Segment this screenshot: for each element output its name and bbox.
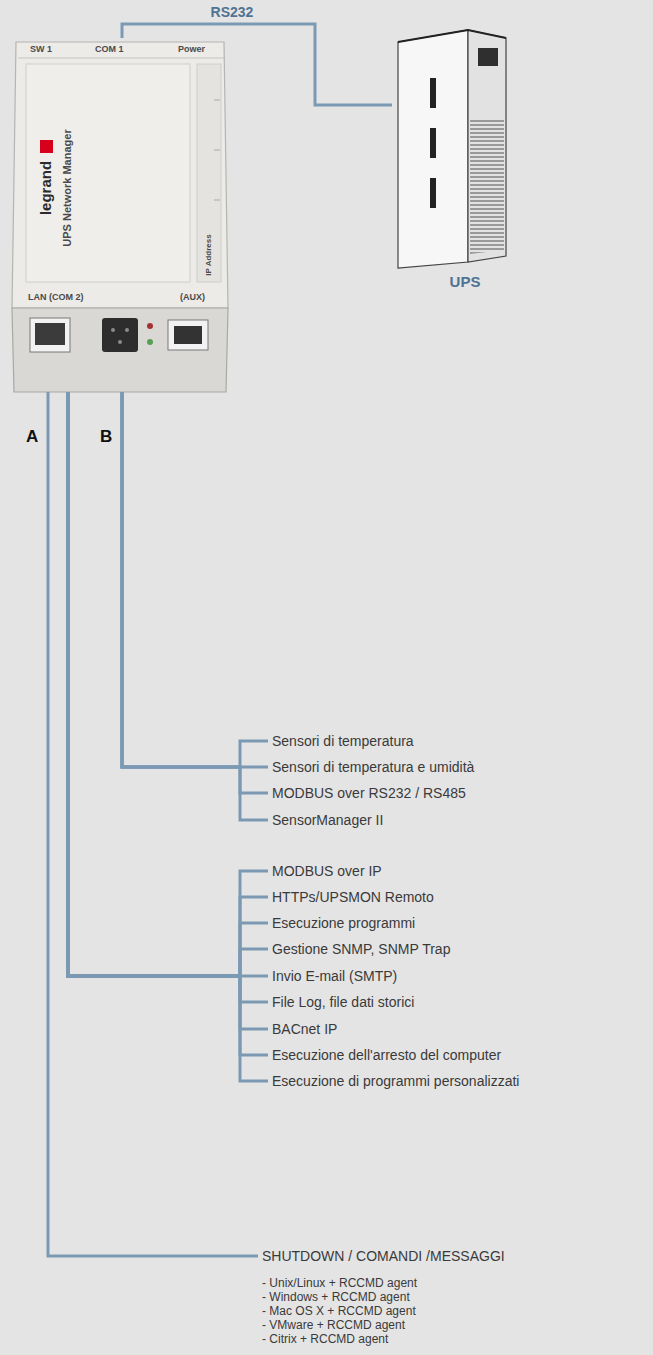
ups-label: UPS bbox=[392, 272, 514, 292]
function-item: SensorManager II bbox=[268, 811, 383, 829]
shutdown-block: SHUTDOWN / COMANDI /MESSAGGI - Unix/Linux… bbox=[258, 1247, 505, 1346]
function-label: MODBUS over IP bbox=[272, 862, 382, 880]
port-letter: B bbox=[100, 427, 112, 447]
block-heading: SHUTDOWN / COMANDI /MESSAGGI bbox=[262, 1247, 505, 1265]
connector-line bbox=[122, 24, 392, 105]
function-item: Sensori di temperatura e umidità bbox=[268, 758, 474, 776]
device-illustration bbox=[12, 42, 228, 392]
strip-notch bbox=[214, 150, 220, 151]
device-marking: COM 1 bbox=[95, 44, 124, 54]
ups-display bbox=[478, 48, 498, 66]
connection-label: RS232 bbox=[209, 4, 256, 20]
port-letter: A bbox=[26, 427, 38, 447]
device-top-strip bbox=[18, 58, 224, 59]
connector-line bbox=[68, 392, 268, 1055]
ups-top-edge bbox=[398, 30, 506, 42]
function-label: Esecuzione dell'arresto del computer bbox=[272, 1046, 501, 1064]
connector-line bbox=[68, 392, 268, 976]
strip-notch bbox=[214, 100, 220, 101]
ups-slot bbox=[430, 178, 436, 208]
function-item: File Log, file dati storici bbox=[268, 993, 414, 1011]
connector-line bbox=[68, 392, 268, 976]
lan-port-socket bbox=[35, 323, 65, 345]
logo-square bbox=[40, 140, 53, 153]
function-item: Esecuzione di programmi personalizzati bbox=[268, 1072, 519, 1090]
function-item: Gestione SNMP, SNMP Trap bbox=[268, 940, 450, 958]
ups-front bbox=[398, 30, 468, 268]
ups-grill bbox=[470, 118, 504, 254]
function-item: MODBUS over RS232 / RS485 bbox=[268, 784, 466, 802]
connector-line bbox=[122, 392, 268, 820]
lan-port bbox=[30, 318, 70, 352]
device-marking: Power bbox=[178, 44, 205, 54]
function-label: Sensori di temperatura bbox=[272, 732, 414, 750]
device-marking: IP Address bbox=[204, 234, 213, 275]
agent-item: - Citrix + RCCMD agent bbox=[262, 1332, 505, 1346]
connector-line bbox=[122, 392, 268, 793]
connector-line bbox=[68, 392, 268, 1029]
aux-pin bbox=[125, 328, 129, 332]
function-label: Esecuzione programmi bbox=[272, 914, 415, 932]
function-label: SensorManager II bbox=[272, 811, 383, 829]
ups-illustration bbox=[398, 30, 506, 268]
function-label: BACnet IP bbox=[272, 1020, 337, 1038]
connector-line bbox=[68, 392, 268, 976]
connector-line bbox=[68, 392, 268, 976]
ups-side bbox=[468, 30, 506, 262]
ups-unit: UPS bbox=[392, 26, 514, 296]
device-front-face bbox=[12, 308, 228, 392]
aux-pin bbox=[118, 340, 122, 344]
port bbox=[168, 320, 208, 350]
aux-port bbox=[102, 318, 138, 352]
device-plate bbox=[26, 64, 190, 282]
device-marking: legrand bbox=[37, 161, 54, 215]
function-item: Sensori di temperatura bbox=[268, 732, 414, 750]
port-socket bbox=[174, 326, 202, 344]
function-item: Esecuzione programmi bbox=[268, 914, 415, 932]
device-marking: SW 1 bbox=[30, 44, 52, 54]
aux-pin bbox=[111, 328, 115, 332]
connector-line bbox=[68, 392, 268, 976]
function-item: Esecuzione dell'arresto del computer bbox=[268, 1046, 501, 1064]
function-item: BACnet IP bbox=[268, 1020, 337, 1038]
device-marking: UPS Network Manager bbox=[61, 129, 74, 246]
connector-line bbox=[68, 392, 268, 1002]
function-label: MODBUS over RS232 / RS485 bbox=[272, 784, 466, 802]
function-label: File Log, file dati storici bbox=[272, 993, 414, 1011]
connector-line bbox=[68, 392, 268, 1081]
function-label: HTTPs/UPSMON Remoto bbox=[272, 888, 434, 906]
agent-item: - Unix/Linux + RCCMD agent bbox=[262, 1276, 505, 1290]
function-label: Gestione SNMP, SNMP Trap bbox=[272, 940, 450, 958]
connector-line bbox=[122, 392, 268, 767]
connector-line bbox=[122, 392, 268, 767]
device-marking: (AUX) bbox=[180, 292, 205, 302]
function-label: Esecuzione di programmi personalizzati bbox=[272, 1072, 519, 1090]
agent-item: - Windows + RCCMD agent bbox=[262, 1290, 505, 1304]
network-manager-device: SW 1 COM 1 Power legrand UPS Network Manager… bbox=[12, 38, 230, 392]
function-label: Invio E-mail (SMTP) bbox=[272, 967, 397, 985]
ups-slot bbox=[430, 128, 436, 158]
function-item: MODBUS over IP bbox=[268, 862, 382, 880]
agent-item: - Mac OS X + RCCMD agent bbox=[262, 1304, 505, 1318]
ups-slot bbox=[430, 78, 436, 108]
strip-notch bbox=[214, 200, 220, 201]
connector-line bbox=[48, 392, 258, 1256]
device-marking: LAN (COM 2) bbox=[28, 292, 84, 302]
function-item: Invio E-mail (SMTP) bbox=[268, 967, 397, 985]
led bbox=[147, 339, 153, 345]
agent-item: - VMware + RCCMD agent bbox=[262, 1318, 505, 1332]
function-label: Sensori di temperatura e umidità bbox=[272, 758, 474, 776]
device-side-strip bbox=[197, 64, 221, 282]
function-item: HTTPs/UPSMON Remoto bbox=[268, 888, 434, 906]
device-top-face bbox=[12, 42, 228, 308]
led bbox=[147, 323, 153, 329]
